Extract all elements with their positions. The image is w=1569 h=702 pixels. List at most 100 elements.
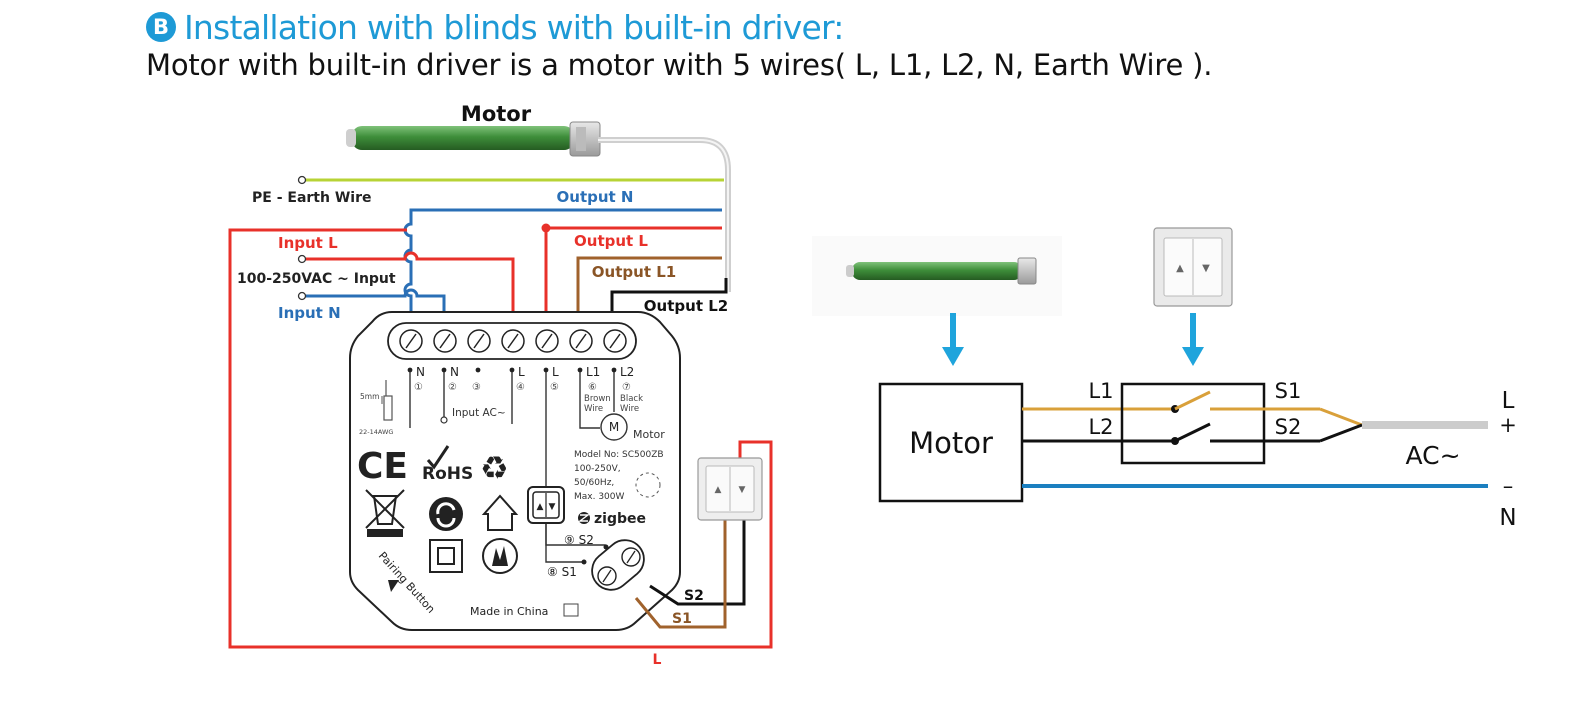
input-l-wire bbox=[304, 251, 515, 320]
double-insulation-icon bbox=[429, 539, 463, 573]
recycle-icon: ♻ bbox=[480, 449, 509, 487]
output-l2-label: Output L2 bbox=[644, 297, 728, 315]
switch-module bbox=[349, 311, 681, 631]
s2-wire-label: S2 bbox=[684, 588, 704, 604]
model-line-4: Max. 300W bbox=[574, 492, 625, 502]
right-schematic: ▲ ▼ Motor L1 L2 S1 S2 bbox=[812, 227, 1517, 531]
terminal-number-1: ① bbox=[414, 382, 423, 393]
terminal-label-4: L bbox=[518, 365, 525, 379]
right-switch-up-arrow: ▲ bbox=[1176, 263, 1184, 274]
section-subtitle: Motor with built-in driver is a motor wi… bbox=[146, 48, 1213, 82]
indoor-use-icon bbox=[481, 494, 519, 531]
zigbee-text: zigbee bbox=[594, 511, 646, 527]
motor-title: Motor bbox=[461, 102, 532, 126]
output-l1-wire bbox=[576, 256, 722, 320]
terminal-s1-label: ⑧ S1 bbox=[547, 565, 577, 579]
minus-label: – bbox=[1503, 474, 1514, 498]
made-in-label: Made in China bbox=[470, 605, 548, 618]
terminal-label-7: L2 bbox=[620, 365, 634, 379]
strip-length-icon bbox=[381, 380, 393, 421]
wall-switch-up-arrow: ▲ bbox=[715, 485, 722, 495]
l2-label: L2 bbox=[1088, 415, 1113, 439]
output-n-label: Output N bbox=[557, 188, 634, 206]
terminal-screws bbox=[399, 329, 627, 353]
loop-l-wire bbox=[228, 228, 773, 649]
black-wire-label: Black bbox=[620, 394, 643, 404]
right-switch-down-arrow: ▼ bbox=[1202, 263, 1210, 274]
green-dot-icon bbox=[429, 497, 463, 531]
output-l2-wire bbox=[610, 278, 728, 320]
switch-box bbox=[1120, 382, 1266, 465]
model-line-2: 100-250V, bbox=[574, 464, 621, 474]
module-switch-down-arrow: ▼ bbox=[549, 502, 556, 512]
input-l-label: Input L bbox=[278, 234, 338, 252]
terminal-labels: N N L L L1 L2 bbox=[416, 365, 634, 379]
input-ac-label: 100-250VAC ~ Input bbox=[237, 271, 396, 287]
left-wiring-diagram: Motor PE - Earth Wire Output N L Output … bbox=[228, 102, 773, 668]
module-switch-up-arrow: ▲ bbox=[537, 502, 544, 512]
motor-symbol-text: M bbox=[609, 420, 619, 434]
switch-contacts bbox=[1171, 390, 1211, 445]
down-arrows bbox=[942, 313, 1204, 366]
awg-label: 22-14AWG bbox=[359, 428, 393, 436]
motor-symbol-icon bbox=[600, 413, 628, 441]
model-line-1: Model No: SC500ZB bbox=[574, 450, 664, 460]
model-line-3: 50/60Hz, bbox=[574, 478, 614, 488]
model-info: Model No: SC500ZB 100-250V, 50/60Hz, Max… bbox=[574, 450, 664, 502]
ac-label: AC~ bbox=[1405, 441, 1460, 470]
qr-area-icon bbox=[635, 472, 661, 498]
arrow-down-icon-motor bbox=[942, 347, 964, 366]
brown-wire-label-2: Wire bbox=[584, 404, 603, 414]
terminal-label-5: L bbox=[552, 365, 559, 379]
weee-bin-icon bbox=[365, 489, 405, 537]
motor-image-right bbox=[812, 236, 1062, 316]
heading: B Installation with blinds with built-in… bbox=[146, 4, 1546, 82]
motor-inner-label: Motor bbox=[633, 428, 665, 441]
hand-warning-icon bbox=[482, 538, 518, 574]
pe-earth-label: PE - Earth Wire bbox=[252, 190, 371, 206]
terminal-number-2: ② bbox=[448, 382, 457, 393]
output-l-label: Output L bbox=[574, 232, 648, 250]
s2-label: S2 bbox=[1275, 415, 1302, 439]
s1-wire bbox=[634, 520, 727, 629]
pairing-button-icon[interactable] bbox=[388, 580, 399, 592]
brown-wire-label: Brown bbox=[584, 394, 611, 404]
line-n-label: N bbox=[1499, 505, 1516, 531]
arrow-down-icon-switch bbox=[1182, 347, 1204, 366]
l1-label: L1 bbox=[1088, 379, 1113, 403]
terminal-label-2: N bbox=[450, 365, 459, 379]
section-title: Installation with blinds with built-in d… bbox=[184, 7, 844, 47]
wall-switch-left: ▲ ▼ bbox=[697, 457, 763, 521]
zigbee-logo: zigbee bbox=[577, 511, 646, 527]
ce-mark: CE bbox=[357, 446, 408, 487]
input-n-label: Input N bbox=[278, 304, 341, 322]
terminal-number-4: ④ bbox=[516, 382, 525, 393]
terminal-label-6: L1 bbox=[586, 365, 600, 379]
terminal-numbers: ① ② ③ ④ ⑤ ⑥ ⑦ bbox=[414, 382, 631, 393]
tubular-motor-image bbox=[346, 121, 601, 157]
s1-wire-label: S1 bbox=[672, 611, 692, 627]
motor-box-label: Motor bbox=[909, 426, 993, 460]
terminal-number-5: ⑤ bbox=[550, 382, 559, 393]
line-l-label: L bbox=[1502, 388, 1515, 414]
output-l1-label: Output L1 bbox=[592, 263, 676, 281]
s1-label: S1 bbox=[1275, 379, 1302, 403]
terminal-number-6: ⑥ bbox=[588, 382, 597, 393]
input-ac-inner-label: Input AC~ bbox=[452, 407, 506, 419]
wall-switch-down-arrow: ▼ bbox=[739, 485, 746, 495]
input-n-wire bbox=[304, 288, 446, 320]
terminal-number-3: ③ bbox=[472, 382, 481, 393]
small-mark-icon bbox=[563, 603, 579, 617]
loop-l-label: L bbox=[653, 652, 662, 668]
plus-label: + bbox=[1499, 413, 1517, 437]
strip-length-label: 5mm bbox=[360, 392, 379, 401]
rohs-mark: RoHS bbox=[422, 445, 473, 484]
terminal-number-7: ⑦ bbox=[622, 382, 631, 393]
terminal-s2-label: ⑨ S2 bbox=[564, 533, 594, 547]
terminal-label-1: N bbox=[416, 365, 425, 379]
terminal-dots bbox=[407, 367, 617, 373]
wall-switch-right: ▲ ▼ bbox=[1153, 227, 1233, 307]
section-badge: B bbox=[146, 12, 176, 42]
s2-wire bbox=[649, 520, 746, 606]
